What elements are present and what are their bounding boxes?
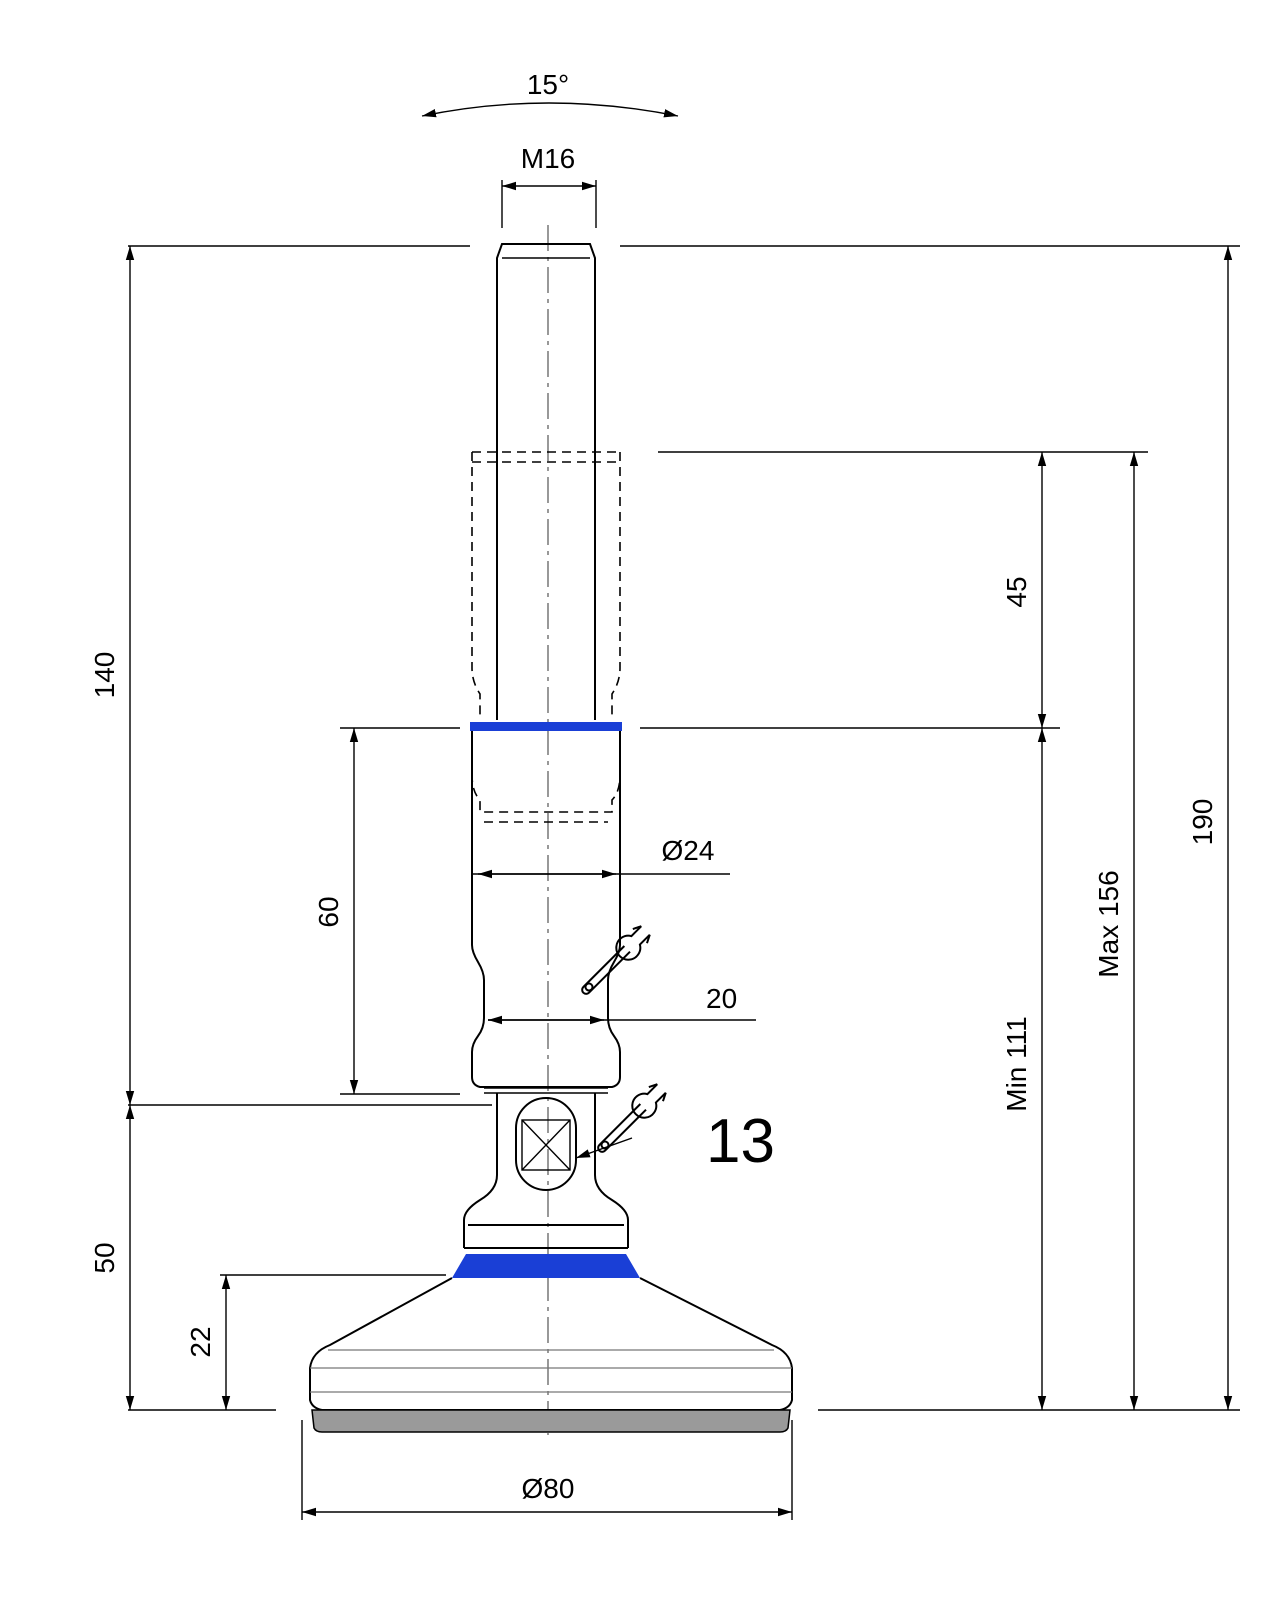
dim-total-height: 190 xyxy=(1187,799,1218,846)
dim-base-height: 50 xyxy=(89,1242,120,1273)
base-plate xyxy=(309,1277,793,1411)
wrench-size-upper: 20 xyxy=(706,983,737,1014)
wrench-size-lower: 13 xyxy=(706,1107,775,1176)
dim-body-height: 60 xyxy=(313,896,344,927)
extended-position-outline xyxy=(471,451,621,716)
adjusting-body xyxy=(471,731,621,1088)
dim-max-height: Max 156 xyxy=(1093,870,1124,977)
thread-label: M16 xyxy=(521,143,575,174)
lower-seal xyxy=(452,1254,640,1278)
wrench-icon xyxy=(581,925,651,995)
upper-seal-ring xyxy=(470,722,622,731)
rubber-sole xyxy=(311,1409,791,1433)
angle-label: 15° xyxy=(527,69,569,100)
dim-sole-height: 22 xyxy=(185,1326,216,1357)
dim-body-diameter: Ø24 xyxy=(662,835,715,866)
dim-stroke: 45 xyxy=(1001,576,1032,607)
wrench-flat xyxy=(515,1097,577,1191)
part-outline xyxy=(309,225,793,1435)
spindle-neck xyxy=(463,1093,629,1248)
dim-min-height: Min 111 xyxy=(1001,1016,1032,1111)
dim-upper-height: 140 xyxy=(89,652,120,699)
threaded-rod xyxy=(496,243,596,720)
base-collar xyxy=(464,1224,628,1249)
wrench-icon xyxy=(597,1083,667,1153)
dim-base-diameter: Ø80 xyxy=(522,1473,575,1504)
dimension-lines: 15° M16 140 50 22 60 45 Min 1 xyxy=(89,69,1240,1520)
